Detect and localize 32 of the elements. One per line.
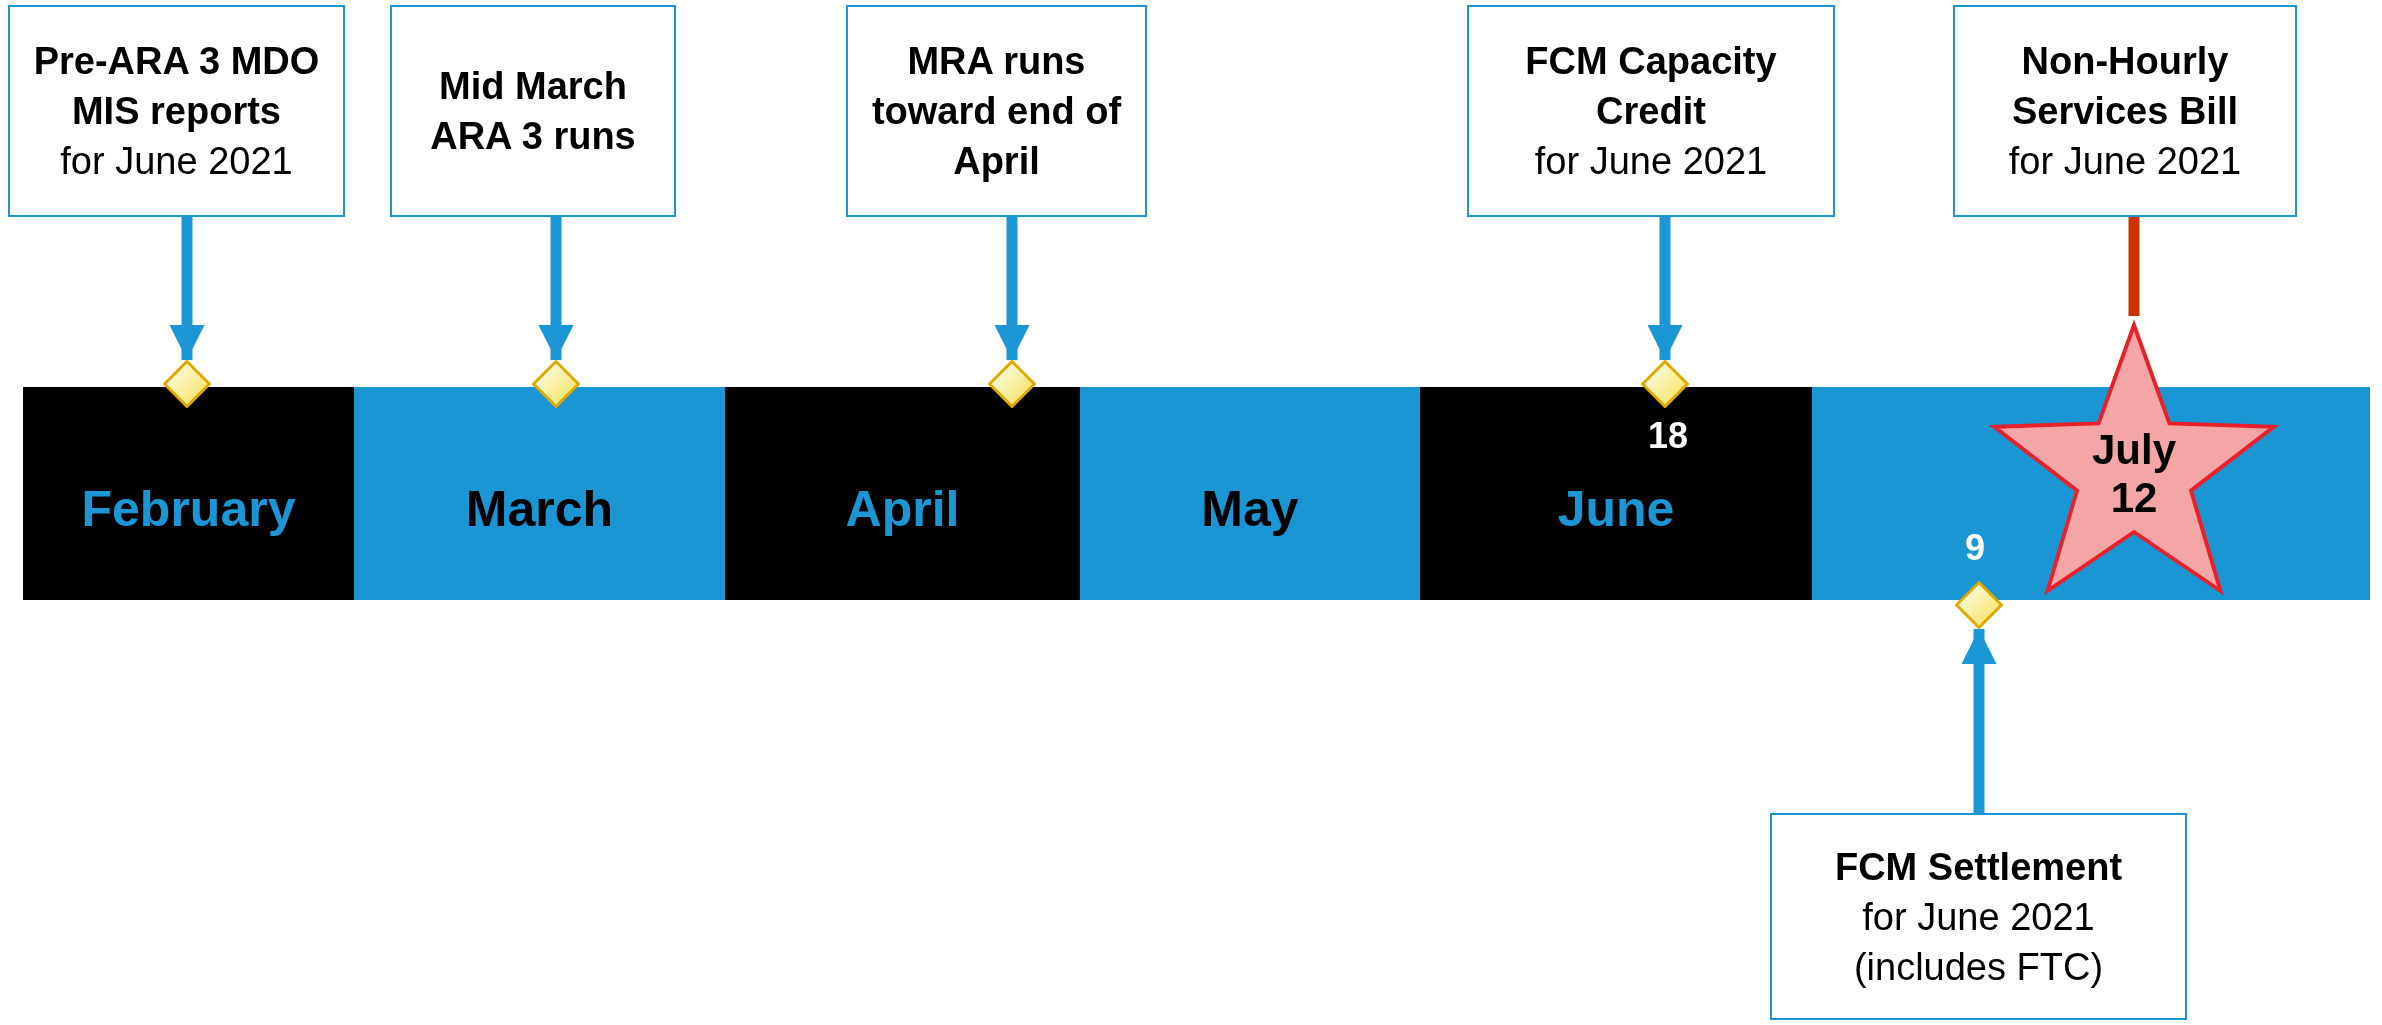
callout-box: [846, 5, 1147, 217]
month-label: April: [845, 479, 960, 538]
arrow: [1961, 629, 1997, 813]
month-band: [1080, 387, 1420, 600]
callout-heading: MRA runs toward end of April: [870, 39, 1123, 184]
arrow: [1647, 217, 1683, 360]
month-band: [725, 387, 1080, 600]
month-band: [23, 387, 354, 600]
callout-text: for June 2021: [1534, 139, 1768, 184]
callout-box: [8, 5, 345, 217]
callout-box: [1953, 5, 2297, 217]
arrow: [538, 217, 574, 360]
day-label: 9: [1965, 527, 1985, 569]
month-band: [354, 387, 725, 600]
callout-box: [1467, 5, 1835, 217]
month-label: February: [81, 479, 296, 538]
month-label: March: [465, 479, 614, 538]
callout-box: [390, 5, 676, 217]
month-label: June: [1557, 479, 1675, 538]
day-label: 18: [1648, 415, 1688, 457]
callout-box: [1770, 813, 2187, 1020]
star-label: July 12: [2090, 426, 2177, 522]
callout-text: for June 2021 (includes FTC): [1852, 894, 2105, 990]
month-band: [1420, 387, 1812, 600]
connector-line: [2128, 217, 2140, 316]
month-label: May: [1201, 479, 1299, 538]
callout-heading: FCM Settlement: [1834, 844, 2123, 890]
callout-text: for June 2021: [2008, 139, 2242, 184]
callout-text: for June 2021: [60, 139, 293, 184]
arrow: [169, 217, 205, 360]
callout-heading: Mid March ARA 3 runs: [429, 64, 637, 159]
arrow: [994, 217, 1030, 360]
